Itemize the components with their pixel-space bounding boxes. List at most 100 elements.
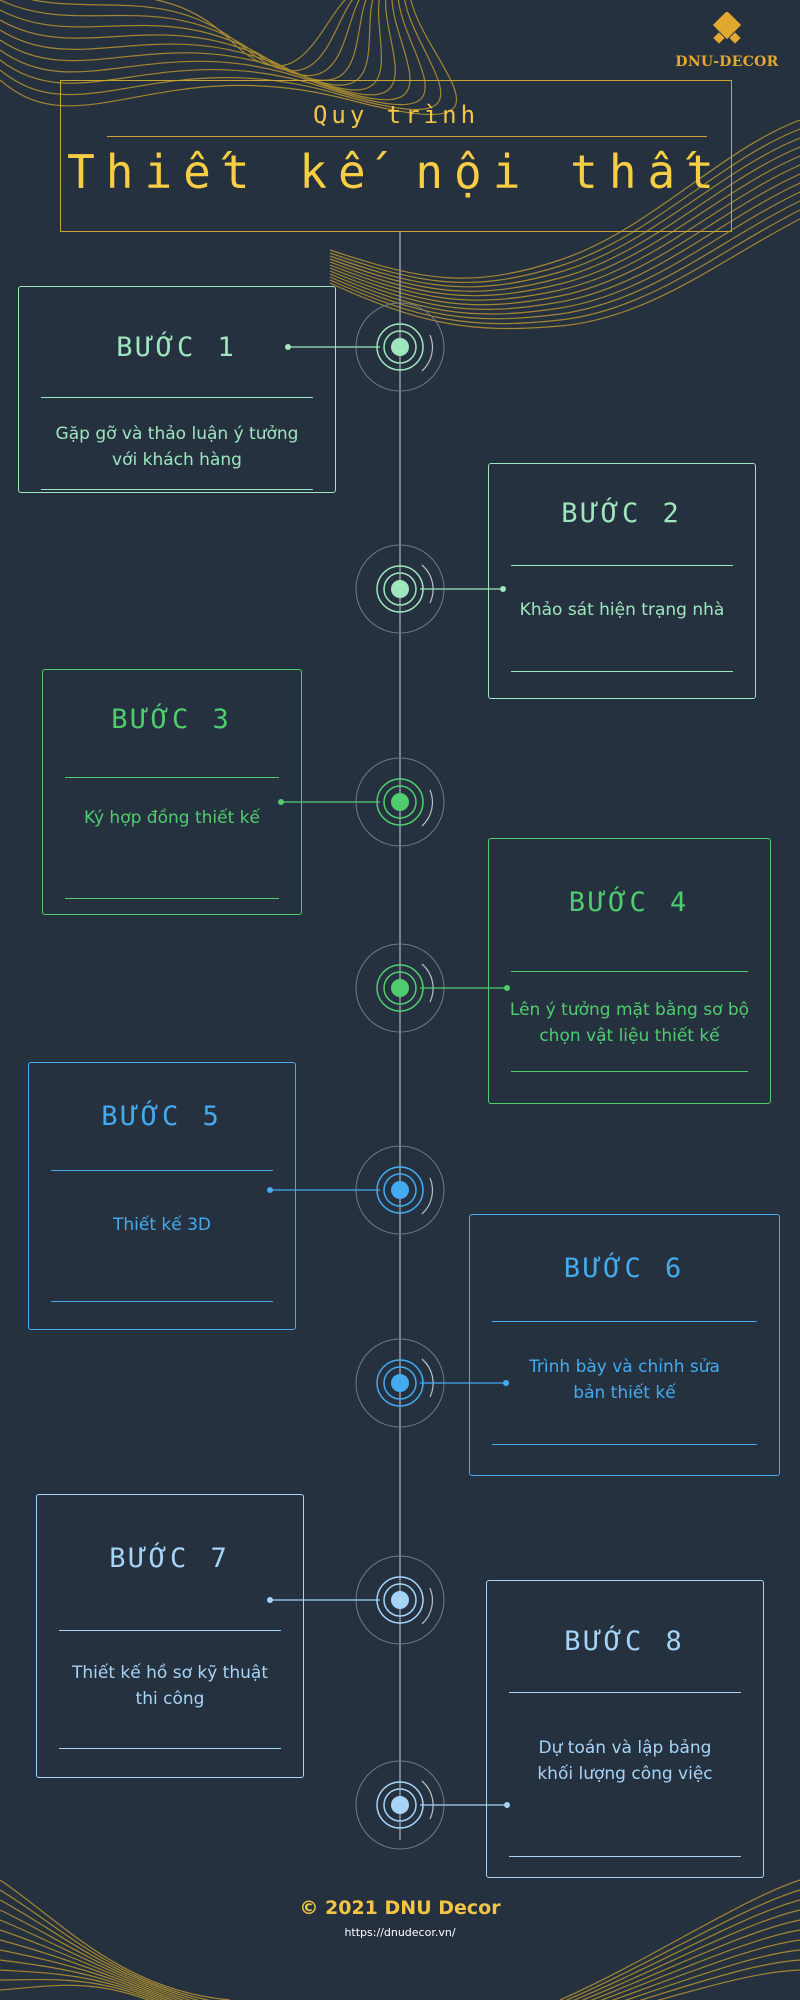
step-divider-top xyxy=(492,1321,757,1322)
website-link[interactable]: https://dnudecor.vn/ xyxy=(344,1926,456,1939)
timeline-node-3 xyxy=(278,757,445,847)
step-divider-top xyxy=(51,1170,273,1171)
wave-line xyxy=(0,1969,160,2000)
connector-endpoint xyxy=(500,586,506,592)
wave-line xyxy=(0,0,458,116)
timeline-node-2 xyxy=(355,544,506,634)
timeline-node-7 xyxy=(267,1555,445,1645)
wave-lines-bottom-right xyxy=(559,1879,800,2000)
connector-endpoint xyxy=(504,985,510,991)
wave-line xyxy=(329,200,800,320)
step-divider-bottom xyxy=(59,1748,281,1749)
node-dot xyxy=(391,1591,409,1609)
step-description-line-2: bản thiết kế xyxy=(573,1383,676,1403)
step-description-line-1: Gặp gỡ và thảo luận ý tưởng xyxy=(55,424,299,444)
step-description-line-2: chọn vật liệu thiết kế xyxy=(539,1026,720,1046)
step-description: Ký hợp đồng thiết kế xyxy=(55,805,289,831)
timeline-node-5 xyxy=(267,1145,445,1235)
node-accent-arc xyxy=(421,1177,434,1215)
wave-line xyxy=(611,1939,800,2000)
wave-line xyxy=(153,0,346,67)
node-inner-ring xyxy=(383,572,417,606)
node-accent-arc xyxy=(421,1358,434,1398)
wave-line xyxy=(0,0,383,91)
timeline-node-8 xyxy=(355,1760,510,1850)
step-description-line-1: Ký hợp đồng thiết kế xyxy=(84,808,260,828)
step-label: BƯỚC 1 xyxy=(116,332,238,363)
wave-line xyxy=(329,146,800,292)
node-inner-ring xyxy=(383,785,417,819)
node-dot xyxy=(391,1181,409,1199)
step-description: Thiết kế 3D xyxy=(41,1212,283,1238)
wave-line xyxy=(329,209,800,325)
wave-line xyxy=(329,164,800,301)
copyright-text: © 2021 DNU Decor xyxy=(299,1897,501,1919)
wave-lines-top-left xyxy=(0,0,458,116)
wave-line xyxy=(0,0,396,96)
node-accent-arc xyxy=(421,564,434,604)
connector-endpoint xyxy=(285,344,291,350)
step-divider-bottom xyxy=(51,1301,273,1302)
wave-line xyxy=(0,0,426,106)
node-accent-arc xyxy=(421,1780,434,1820)
wave-line xyxy=(0,1978,155,2000)
wave-line xyxy=(639,1959,800,2000)
wave-line xyxy=(329,182,800,310)
wave-line xyxy=(600,1929,800,2000)
wave-line xyxy=(0,1949,169,2000)
step-divider-bottom xyxy=(511,1071,748,1072)
wave-line xyxy=(0,0,442,111)
wave-line xyxy=(329,155,800,297)
step-card-8: BƯỚC 8 Dự toán và lập bảng khối lượng công… xyxy=(486,1580,764,1878)
wave-line xyxy=(329,128,800,283)
header-divider xyxy=(107,136,707,137)
wave-line xyxy=(581,1909,800,2000)
wave-line xyxy=(590,1919,800,2000)
step-description-line-1: Khảo sát hiện trạng nhà xyxy=(519,600,725,620)
step-label: BƯỚC 8 xyxy=(564,1626,686,1657)
header-box: Quy trình Thiết kế nội thất xyxy=(60,80,732,232)
node-dot xyxy=(391,979,409,997)
step-description-line-1: Thiết kế 3D xyxy=(112,1215,212,1235)
step-label: BƯỚC 4 xyxy=(568,887,691,918)
connector-endpoint xyxy=(267,1597,273,1603)
step-divider-bottom xyxy=(65,898,279,899)
step-divider-top xyxy=(65,777,279,778)
step-label: BƯỚC 7 xyxy=(109,1543,231,1574)
node-inner-ring xyxy=(383,971,417,1005)
step-divider-bottom xyxy=(511,671,733,672)
step-divider-bottom xyxy=(492,1444,757,1445)
wave-lines-right xyxy=(329,119,800,330)
brand-logo[interactable]: DNU-DECOR xyxy=(668,10,786,70)
node-accent-arc xyxy=(421,963,434,1003)
connector-endpoint xyxy=(503,1380,509,1386)
step-description-line-2: khối lượng công việc xyxy=(537,1764,713,1784)
step-label: BƯỚC 3 xyxy=(111,704,233,735)
timeline-node-1 xyxy=(285,302,445,392)
wave-line xyxy=(559,1879,800,2000)
wave-line xyxy=(0,1889,211,2000)
node-dot xyxy=(391,338,409,356)
step-card-1: BƯỚC 1 Gặp gỡ và thảo luận ý tưởng với khá… xyxy=(18,286,336,493)
node-accent-arc xyxy=(421,1587,434,1625)
step-description-line-1: Dự toán và lập bảng xyxy=(538,1738,712,1758)
node-accent-arc xyxy=(421,334,434,372)
timeline-nodes xyxy=(267,302,510,1850)
node-dot xyxy=(391,1374,409,1392)
wave-line xyxy=(656,1969,800,2000)
step-divider-top xyxy=(509,1692,741,1693)
wave-line xyxy=(565,1889,800,2000)
step-divider-top xyxy=(59,1630,281,1631)
wave-line xyxy=(0,1959,164,2000)
step-description-line-1: Thiết kế hồ sơ kỹ thuật xyxy=(72,1663,268,1683)
wave-line xyxy=(0,1939,174,2000)
node-accent-arc xyxy=(421,789,434,827)
step-description-line-2: với khách hàng xyxy=(112,450,242,470)
wave-line xyxy=(329,137,800,288)
connector-endpoint xyxy=(267,1187,273,1193)
timeline-node-6 xyxy=(355,1338,509,1428)
connector-endpoint xyxy=(278,799,284,805)
